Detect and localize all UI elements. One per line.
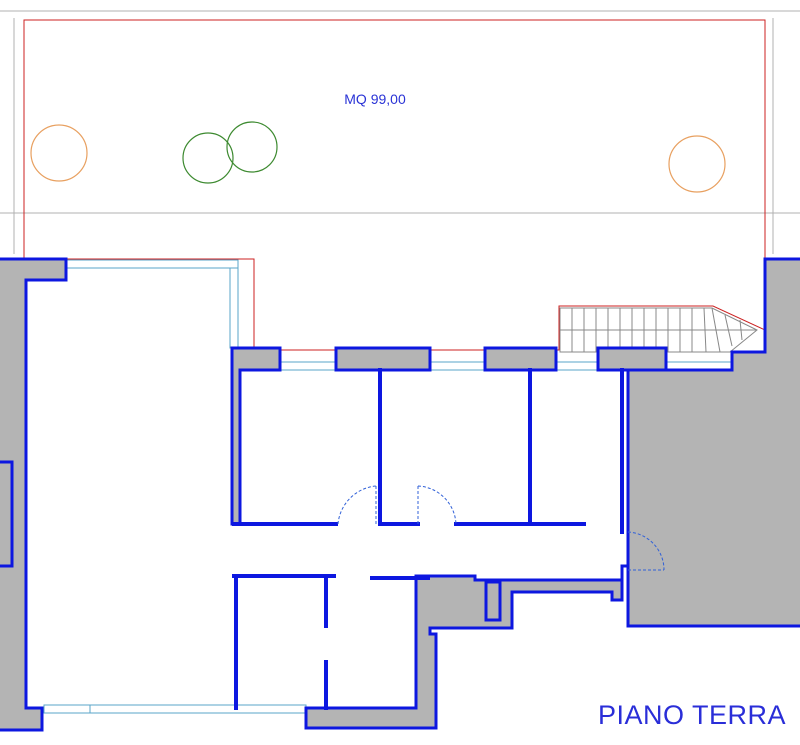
window — [43, 704, 307, 714]
tree-icon — [226, 121, 278, 173]
terrace-area-label: MQ 99,00 — [344, 91, 406, 107]
window — [65, 259, 239, 269]
window — [279, 361, 337, 371]
window — [229, 267, 239, 349]
wall-east — [304, 257, 800, 730]
wall-segment — [230, 346, 282, 526]
door-swing — [417, 485, 457, 525]
wall-segment — [596, 346, 668, 372]
wall-segment — [484, 580, 502, 622]
door-swing — [627, 531, 665, 571]
wall-west — [0, 257, 68, 732]
door-swing — [337, 485, 377, 525]
floor-title: PIANO TERRA — [598, 700, 786, 730]
doors — [337, 485, 665, 571]
window — [429, 361, 486, 371]
wall-segment — [483, 346, 558, 372]
window — [555, 361, 599, 371]
staircase — [559, 307, 758, 353]
wall-segment — [0, 460, 14, 568]
terrace: MQ 99,00 — [0, 10, 800, 351]
partitions — [232, 368, 624, 710]
terrace-area-outline — [23, 19, 766, 351]
tree-icon — [668, 135, 726, 193]
walls — [0, 257, 800, 732]
tree-icon — [182, 132, 234, 184]
wall-segment — [334, 346, 432, 372]
tree-icon — [30, 124, 88, 182]
